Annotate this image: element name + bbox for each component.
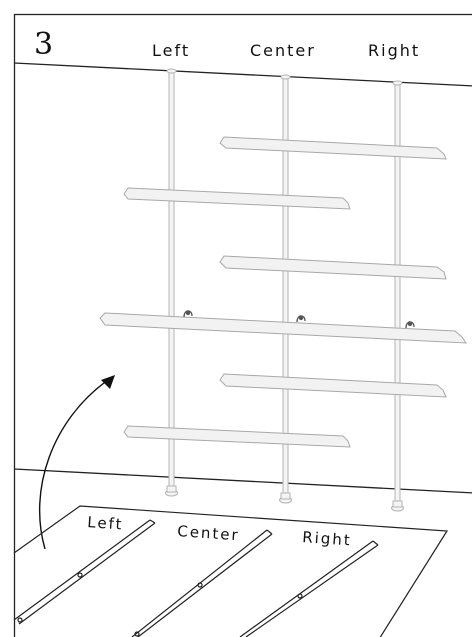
shelf-brackets [183, 310, 415, 329]
shelf-4 [99, 312, 467, 344]
pole-left [165, 68, 178, 497]
floor-wall-line [13, 468, 472, 494]
panel-border [13, 13, 472, 637]
floor-rail-label-center: Center [177, 522, 241, 544]
floor-area-outline [13, 505, 449, 637]
shelf-3 [219, 255, 447, 280]
floor-rails [13, 519, 379, 637]
lift-arrow [38, 375, 115, 550]
pole-center [279, 74, 292, 504]
floor-rail-left [13, 519, 156, 625]
column-label-right: Right [368, 41, 420, 60]
shelf-1 [219, 136, 447, 160]
column-label-left: Left [152, 41, 190, 60]
floor-rail-label-right: Right [302, 528, 353, 549]
floor-rail-right [239, 540, 379, 637]
step-number: 3 [34, 27, 53, 62]
floor-rail-label-left: Left [87, 513, 124, 533]
shelf-5 [219, 373, 447, 398]
ceiling-line [13, 62, 472, 87]
column-label-center: Center [250, 41, 316, 60]
bracket-left [183, 310, 193, 318]
floor-rail-center [131, 529, 273, 637]
shelf-poles [165, 68, 404, 512]
shelf-6 [123, 425, 351, 448]
bracket-right [405, 321, 415, 329]
shelf-2 [123, 187, 351, 210]
pole-right [391, 80, 404, 512]
shelves [99, 136, 467, 448]
bracket-center [296, 315, 306, 323]
